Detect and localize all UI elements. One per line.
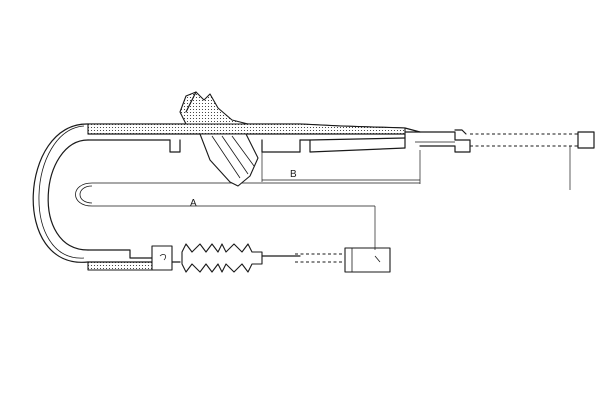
inner-cable-loop [75,182,420,207]
dimension-label-b: B [290,169,297,180]
sheath-taper [169,133,406,153]
dimension-label-a: A [190,198,197,209]
dimension-lines [261,146,571,250]
rubber-grommet [199,133,259,187]
mounting-bracket [179,91,249,125]
upper-sheath [87,123,421,141]
u-bend-sheath [32,123,89,263]
lower-end-fittings [151,243,391,273]
right-end-fitting [404,129,595,153]
